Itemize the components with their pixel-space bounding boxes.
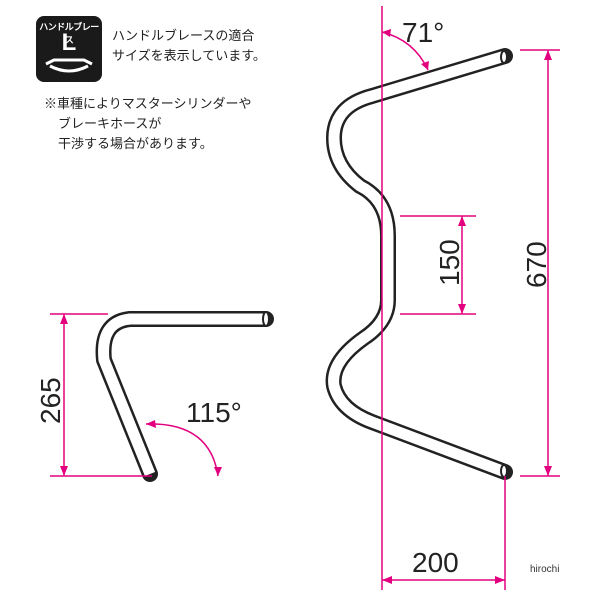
handle-brace-size-badge: ハンドルブレース L bbox=[36, 16, 102, 82]
top-angle-label: 71° bbox=[402, 17, 444, 48]
side-height-label: 265 bbox=[35, 377, 66, 424]
side-angle-label: 115° bbox=[186, 397, 242, 428]
dimension-arrowheads bbox=[60, 29, 552, 584]
watermark: hirochi bbox=[530, 564, 560, 575]
badge-size-letter: L bbox=[61, 29, 77, 56]
interference-note: ※車種によりマスターシリンダーや ブレーキホースが 干渉する場合があります。 bbox=[44, 94, 251, 154]
note-line-3: 干渉する場合があります。 bbox=[58, 136, 213, 151]
badge-title: ハンドルブレース bbox=[39, 22, 99, 45]
note-line-1: ※車種によりマスターシリンダーや bbox=[44, 96, 252, 111]
width-label: 200 bbox=[412, 547, 459, 578]
front-view-handlebar bbox=[325, 48, 513, 480]
dimension-lines bbox=[50, 6, 560, 590]
brace-description-line-2: サイズを表示しています。 bbox=[112, 48, 266, 63]
handle-brace-icon bbox=[45, 58, 93, 73]
side-view-handlebar bbox=[95, 311, 274, 482]
note-line-2: ブレーキホースが bbox=[58, 116, 162, 131]
rise-label: 150 bbox=[434, 239, 465, 286]
brace-description-line-1: ハンドルブレースの適合 bbox=[112, 28, 255, 43]
total-height-label: 670 bbox=[521, 241, 552, 288]
brace-description: ハンドルブレースの適合 サイズを表示しています。 bbox=[112, 26, 266, 66]
